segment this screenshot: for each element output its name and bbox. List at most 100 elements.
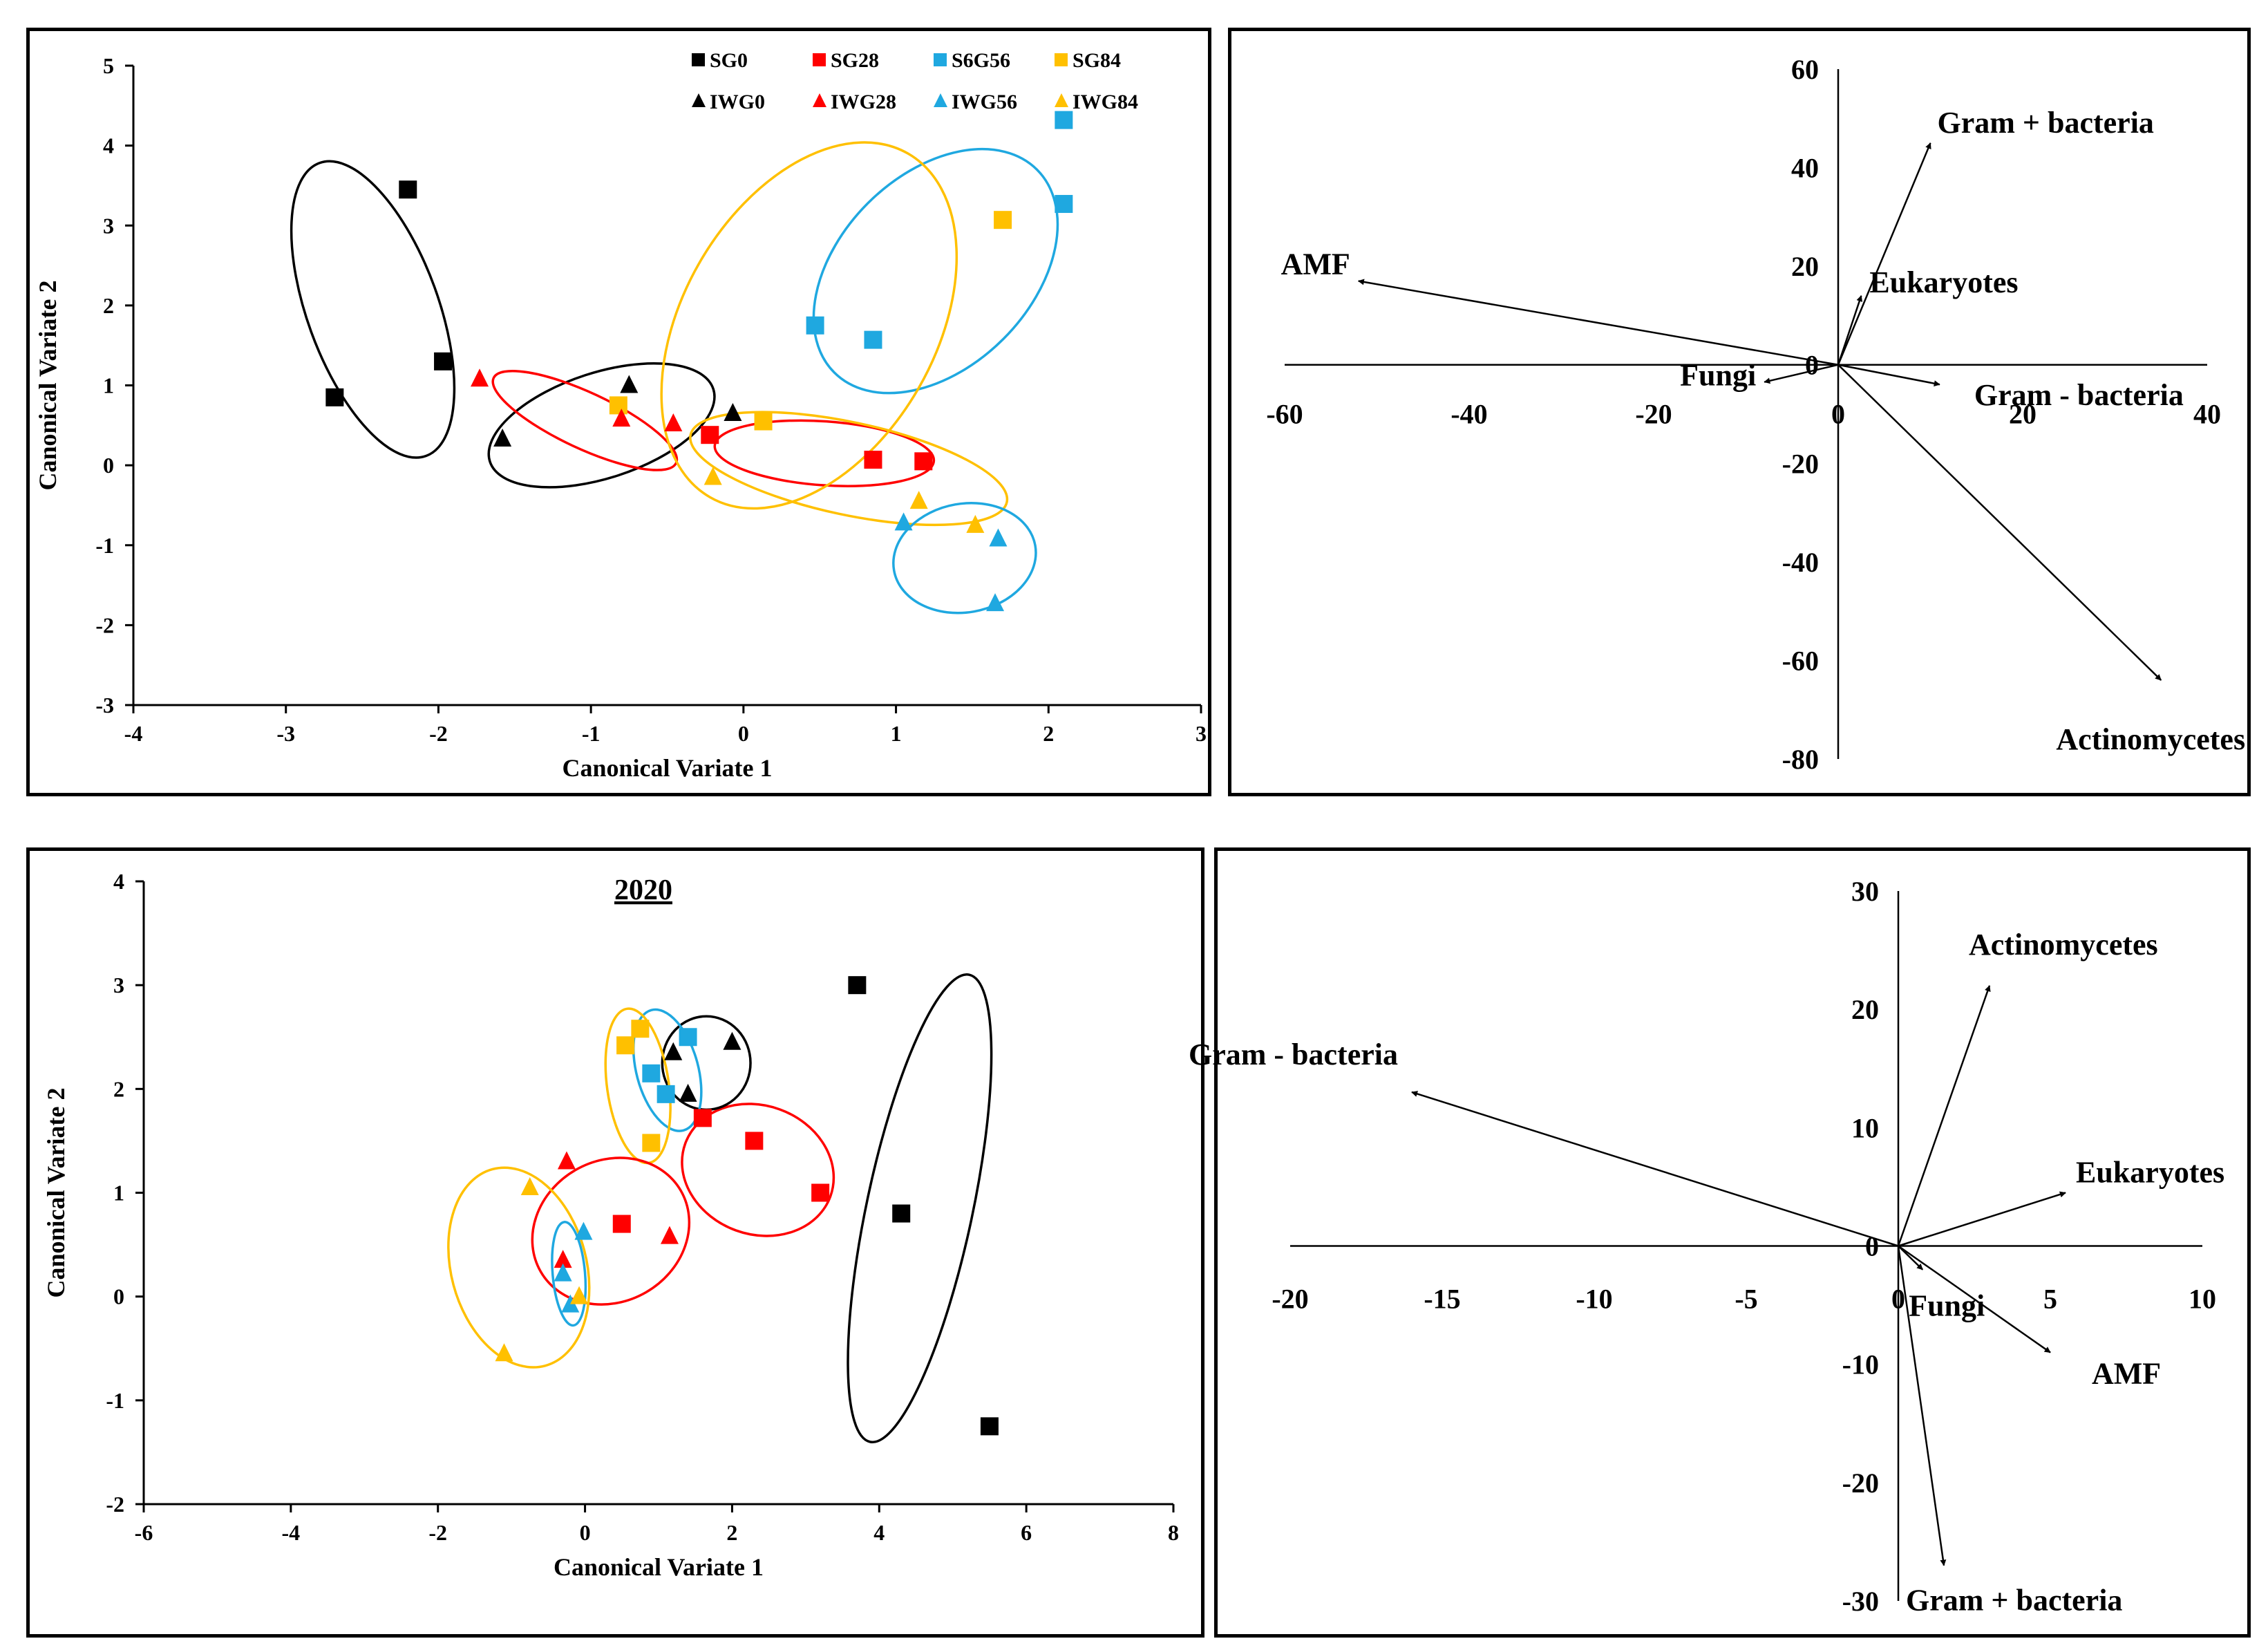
point-iwg28 <box>664 413 683 431</box>
vector-label: Fungi <box>1909 1289 1985 1323</box>
legend-label-iwg0: IWG0 <box>710 91 765 113</box>
y-tick-label: 1 <box>103 373 114 398</box>
y-tick-label: -30 <box>1842 1586 1879 1617</box>
point-iwg84 <box>909 491 928 509</box>
x-tick-label: -5 <box>1735 1284 1757 1315</box>
group-ellipse-iwg0 <box>487 362 716 489</box>
x-tick-label: 3 <box>1196 721 1207 746</box>
point-s6g56 <box>1055 195 1073 214</box>
vector-label: Actinomycetes <box>2056 722 2245 756</box>
point-iwg56 <box>554 1263 572 1282</box>
legend-marker-s6g56 <box>934 53 947 66</box>
loading-vector <box>1897 985 1991 1246</box>
x-tick-label: -20 <box>1272 1284 1308 1315</box>
point-sg28 <box>811 1183 830 1202</box>
x-tick-label: 10 <box>2189 1284 2216 1315</box>
point-sg84 <box>642 1134 661 1152</box>
point-s6g56 <box>656 1085 675 1103</box>
y-axis-label: Canonical Variate 2 <box>34 280 62 490</box>
x-tick-label: 40 <box>2193 399 2221 430</box>
group-ellipse-iwg84 <box>447 1166 591 1369</box>
y-tick-label: 3 <box>103 213 114 238</box>
point-sg84 <box>609 396 627 415</box>
y-tick-label: 2 <box>103 293 114 318</box>
y-tick-label: -3 <box>95 693 114 718</box>
point-sg0 <box>399 180 417 199</box>
point-iwg84 <box>495 1343 513 1362</box>
point-iwg56 <box>561 1294 580 1313</box>
group-ellipse-sg0 <box>847 973 993 1443</box>
legend-label-iwg56: IWG56 <box>952 91 1017 113</box>
point-iwg0 <box>620 375 639 393</box>
legend-marker-sg28 <box>813 53 826 66</box>
legend-label-iwg84: IWG84 <box>1072 91 1138 113</box>
point-iwg84 <box>520 1176 539 1195</box>
x-tick-label: -10 <box>1576 1284 1612 1315</box>
point-sg0 <box>325 388 344 406</box>
point-iwg84 <box>703 467 722 485</box>
x-axis-label: Canonical Variate 1 <box>562 754 772 782</box>
vector-label: Eukaryotes <box>1869 265 2018 299</box>
x-tick-label: 6 <box>1021 1520 1032 1545</box>
point-iwg56 <box>986 593 1005 612</box>
y-tick-label: 0 <box>113 1284 124 1309</box>
group-ellipse-s6g56 <box>632 1008 703 1132</box>
x-tick-label: 2 <box>726 1520 737 1545</box>
group-ellipse-sg84 <box>660 141 958 510</box>
point-iwg0 <box>724 402 742 421</box>
group-ellipse-sg28 <box>713 419 936 487</box>
x-tick-label: -3 <box>276 721 295 746</box>
point-sg0 <box>980 1417 999 1436</box>
y-tick-label: -60 <box>1782 645 1819 676</box>
group-ellipse-iwg84 <box>689 411 1009 527</box>
legend-marker-iwg0 <box>692 93 706 107</box>
group-ellipse-sg28 <box>681 1103 835 1237</box>
loading-vector <box>1898 1245 2051 1353</box>
y-tick-label: -2 <box>95 612 114 637</box>
point-sg28 <box>693 1109 712 1127</box>
vector-label: AMF <box>1281 247 1350 281</box>
loading-vector <box>1411 1091 1899 1247</box>
y-tick-label: -10 <box>1842 1349 1879 1380</box>
point-iwg56 <box>574 1221 593 1240</box>
legend-marker-iwg56 <box>934 93 947 107</box>
loading-vector <box>1837 295 1863 366</box>
y-tick-label: -40 <box>1782 547 1819 578</box>
point-sg84 <box>631 1020 650 1038</box>
x-tick-label: -20 <box>1635 399 1672 430</box>
y-tick-label: -1 <box>95 533 114 558</box>
group-ellipse-iwg28 <box>491 369 679 471</box>
point-iwg56 <box>894 512 913 531</box>
vector-label: Fungi <box>1680 359 1756 393</box>
point-sg28 <box>864 451 882 469</box>
group-ellipse-iwg56 <box>551 1221 587 1327</box>
legend-marker-iwg84 <box>1055 93 1068 107</box>
point-s6g56 <box>864 330 882 349</box>
group-ellipse-iwg56 <box>892 502 1037 615</box>
point-sg84 <box>754 412 773 431</box>
vector-label: Gram - bacteria <box>1189 1038 1398 1071</box>
y-tick-label: 4 <box>103 133 114 158</box>
point-iwg84 <box>966 514 985 533</box>
point-iwg28 <box>471 368 489 387</box>
x-tick-label: 8 <box>1168 1520 1179 1545</box>
loading-vector <box>1898 1245 1924 1271</box>
point-sg0 <box>892 1204 911 1223</box>
x-tick-label: 0 <box>738 721 749 746</box>
loading-vector <box>1898 1191 2066 1247</box>
point-sg28 <box>745 1132 764 1150</box>
point-sg28 <box>701 426 719 444</box>
x-tick-label: 5 <box>2043 1284 2057 1315</box>
vector-label: AMF <box>2092 1357 2161 1391</box>
vector-label: Gram + bacteria <box>1938 106 2154 140</box>
point-iwg28 <box>554 1250 572 1268</box>
chart-title: 2020 <box>614 874 672 906</box>
point-sg84 <box>616 1036 635 1055</box>
point-iwg0 <box>493 428 512 447</box>
x-tick-label: 0 <box>1831 399 1845 430</box>
y-tick-label: 3 <box>113 973 124 997</box>
